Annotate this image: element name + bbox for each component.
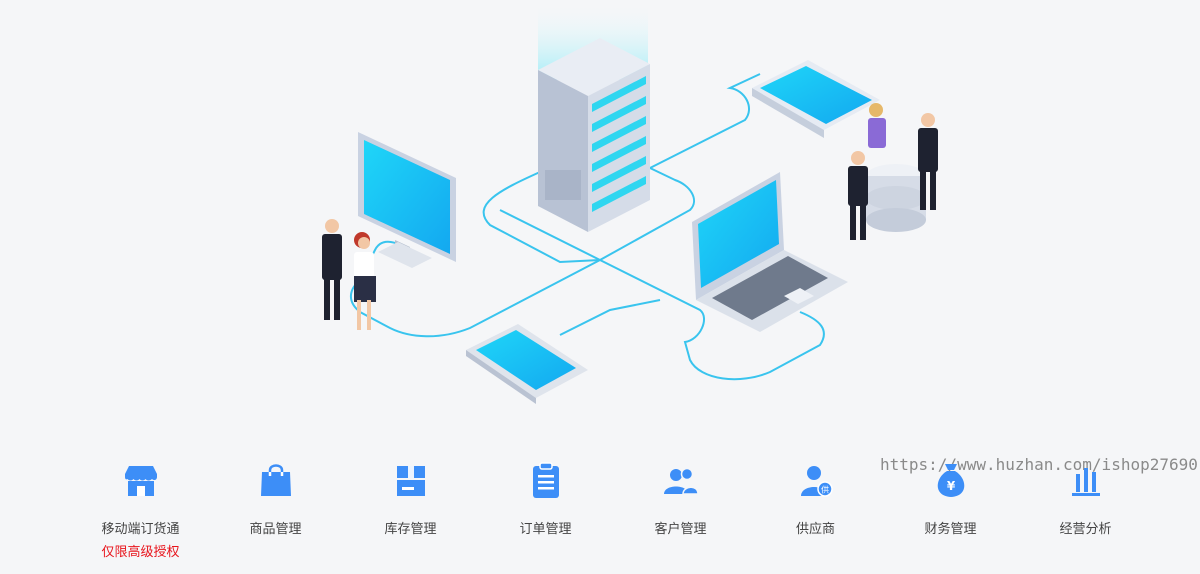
feature-inventory-management[interactable]: 库存管理 <box>343 455 478 565</box>
feature-label: 客户管理 <box>654 522 707 537</box>
feature-business-analysis[interactable]: 经营分析 <box>1018 455 1153 565</box>
feature-order-management[interactable]: 订单管理 <box>478 455 613 565</box>
feature-sub-label: 仅限高级授权 <box>101 545 180 560</box>
store-icon <box>124 466 157 496</box>
money-bag-icon: ¥ <box>937 464 964 497</box>
feature-product-management[interactable]: 商品管理 <box>208 455 343 565</box>
people-database-icon <box>848 103 938 240</box>
clipboard-list-icon <box>532 462 559 498</box>
svg-text:供: 供 <box>821 485 829 495</box>
feature-label: 商品管理 <box>249 522 302 537</box>
watermark-text: https://www.huzhan.com/ishop27690 <box>880 455 1198 474</box>
feature-supplier[interactable]: 供 供应商 <box>748 455 883 565</box>
feature-label: 移动端订货通 <box>101 522 180 537</box>
feature-finance-management[interactable]: ¥ 财务管理 <box>883 455 1018 565</box>
feature-label: 订单管理 <box>519 522 572 537</box>
hero-illustration <box>322 0 938 404</box>
feature-row: 移动端订货通 仅限高级授权 商品管理 库存管理 订单管理 <box>73 455 1153 565</box>
feature-label: 财务管理 <box>924 522 977 537</box>
people-left-icon <box>322 219 376 330</box>
network-lines <box>350 73 825 381</box>
supplier-icon: 供 <box>800 466 833 497</box>
phone-icon <box>466 324 588 404</box>
feature-mobile-ordering[interactable]: 移动端订货通 仅限高级授权 <box>73 455 208 565</box>
monitor-icon <box>358 132 456 268</box>
bar-chart-icon <box>1071 468 1100 496</box>
customers-icon <box>663 467 699 495</box>
feature-label: 库存管理 <box>384 522 437 537</box>
shopping-bag-icon <box>260 464 291 496</box>
laptop-icon <box>692 172 848 332</box>
feature-customer-management[interactable]: 客户管理 <box>613 455 748 565</box>
server-rack-icon <box>538 38 650 232</box>
tablet-icon <box>752 60 880 138</box>
feature-label: 经营分析 <box>1059 522 1112 537</box>
feature-label: 供应商 <box>795 522 835 537</box>
svg-text:¥: ¥ <box>946 479 955 493</box>
inventory-box-icon <box>396 466 425 496</box>
